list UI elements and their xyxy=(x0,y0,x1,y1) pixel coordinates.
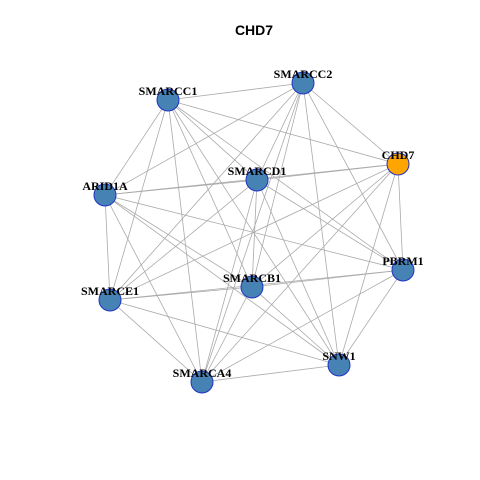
edge-chd7-smarca4 xyxy=(201,163,399,383)
edge-chd7-snw1 xyxy=(338,163,399,366)
node-snw1[interactable] xyxy=(327,353,351,377)
edge-smarcc2-smarcb1 xyxy=(251,82,304,288)
node-label-smarcd1: SMARCD1 xyxy=(228,164,287,178)
node-chd7[interactable] xyxy=(386,152,410,176)
edge-arid1a-smarcb1 xyxy=(104,194,253,288)
edge-arid1a-smarca4 xyxy=(104,194,203,383)
edge-smarcb1-smarca4 xyxy=(201,286,253,383)
edge-pbrm1-smarca4 xyxy=(201,269,404,383)
node-layer xyxy=(93,71,415,394)
edge-smarcc2-smarce1 xyxy=(109,82,304,301)
edge-smarcc1-smarce1 xyxy=(109,99,169,301)
edge-smarce1-snw1 xyxy=(109,299,340,366)
edge-smarcc1-pbrm1 xyxy=(167,99,404,271)
edge-chd7-smarce1 xyxy=(109,163,399,301)
edge-smarcc1-arid1a xyxy=(104,99,169,196)
node-label-smarcc2: SMARCC2 xyxy=(274,67,333,81)
edge-smarcc1-smarcd1 xyxy=(167,99,258,181)
edge-pbrm1-snw1 xyxy=(338,269,404,366)
node-smarcc1[interactable] xyxy=(156,88,180,112)
diagram-title: CHD7 xyxy=(235,22,273,38)
edge-chd7-smarcb1 xyxy=(251,163,399,288)
node-label-snw1: SNW1 xyxy=(322,349,355,363)
node-label-chd7: CHD7 xyxy=(382,148,415,162)
edge-smarcd1-snw1 xyxy=(256,179,340,366)
edge-smarcc2-snw1 xyxy=(302,82,340,366)
edge-snw1-smarca4 xyxy=(201,364,340,383)
edge-smarcd1-pbrm1 xyxy=(256,179,404,271)
node-smarca4[interactable] xyxy=(190,370,214,394)
edge-smarcb1-smarce1 xyxy=(109,286,253,301)
edge-smarcd1-smarca4 xyxy=(201,179,258,383)
edge-smarcc1-smarca4 xyxy=(167,99,203,383)
node-smarcb1[interactable] xyxy=(240,275,264,299)
node-smarce1[interactable] xyxy=(98,288,122,312)
edge-smarcd1-smarce1 xyxy=(109,179,258,301)
node-arid1a[interactable] xyxy=(93,183,117,207)
node-smarcc2[interactable] xyxy=(291,71,315,95)
edge-smarcc2-arid1a xyxy=(104,82,304,196)
edge-smarcc1-smarcb1 xyxy=(167,99,253,288)
edge-arid1a-snw1 xyxy=(104,194,340,366)
edge-smarce1-smarca4 xyxy=(109,299,203,383)
edge-smarcc1-chd7 xyxy=(167,99,399,165)
node-label-smarca4: SMARCA4 xyxy=(173,366,232,380)
edge-layer xyxy=(104,82,404,383)
node-label-smarcb1: SMARCB1 xyxy=(223,271,281,285)
edge-smarcc2-smarcc1 xyxy=(167,82,304,101)
edge-smarcd1-arid1a xyxy=(104,179,258,196)
edge-smarcd1-smarcb1 xyxy=(251,179,258,288)
edge-smarcc2-chd7 xyxy=(302,82,399,165)
edge-smarcc2-pbrm1 xyxy=(302,82,404,271)
edge-smarcb1-snw1 xyxy=(251,286,340,366)
node-label-smarce1: SMARCE1 xyxy=(81,284,139,298)
edge-chd7-pbrm1 xyxy=(397,163,404,271)
node-smarcd1[interactable] xyxy=(245,168,269,192)
edge-arid1a-smarce1 xyxy=(104,194,111,301)
node-label-arid1a: ARID1A xyxy=(82,179,128,193)
node-label-smarcc1: SMARCC1 xyxy=(139,84,198,98)
node-label-pbrm1: PBRM1 xyxy=(382,254,423,268)
node-pbrm1[interactable] xyxy=(391,258,415,282)
edge-arid1a-pbrm1 xyxy=(104,194,404,271)
